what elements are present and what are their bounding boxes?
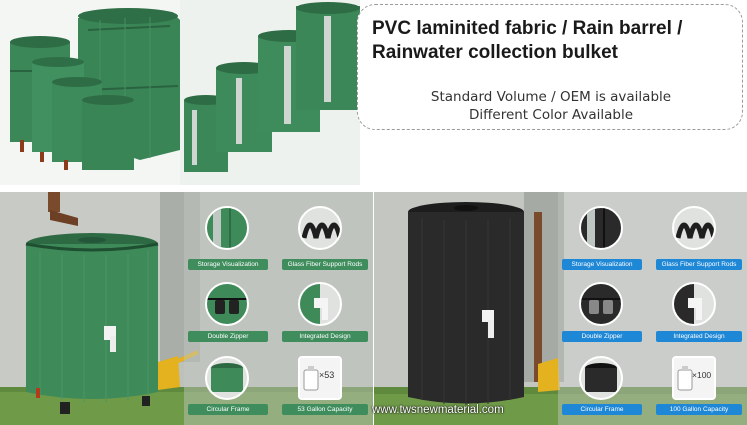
feature-label-zipper: Double Zipper	[188, 331, 268, 342]
feature-label-capacity: 100 Gallon Capacity	[656, 404, 742, 415]
feature-label-integrated: Integrated Design	[656, 331, 742, 342]
product-photo-barrels-set	[0, 0, 180, 185]
storage-visualization-thumb	[205, 206, 249, 250]
capacity-mark: ×100	[692, 370, 712, 380]
product-title-line-1: PVC laminited fabric / Rain barrel /	[372, 18, 683, 39]
circular-frame-thumb	[205, 356, 249, 400]
capacity-thumb: ×100	[672, 356, 716, 400]
product-info-box: PVC laminited fabric / Rain barrel / Rai…	[357, 4, 743, 130]
storage-visualization-thumb	[579, 206, 623, 250]
green-barrel-panel: ×53 Storage Visualization Glass Fiber Su…	[0, 192, 373, 425]
feature-label-rods: Glass Fiber Support Rods	[656, 259, 742, 270]
capacity-thumb: ×53	[298, 356, 342, 400]
feature-label-storage: Storage Visualization	[562, 259, 642, 270]
glass-fiber-rods-thumb	[672, 206, 716, 250]
double-zipper-thumb	[579, 282, 623, 326]
feature-label-rods: Glass Fiber Support Rods	[282, 259, 368, 270]
double-zipper-thumb	[205, 282, 249, 326]
glass-fiber-rods-thumb	[298, 206, 342, 250]
black-barrel-scene	[374, 192, 747, 425]
product-title: PVC laminited fabric / Rain barrel / Rai…	[372, 17, 732, 65]
color-note: Different Color Available	[468, 107, 634, 123]
integrated-design-thumb	[672, 282, 716, 326]
volume-note: Standard Volume / OEM is available	[430, 89, 672, 105]
website-watermark: www.twsnewmaterial.com	[372, 404, 504, 416]
feature-label-zipper: Double Zipper	[562, 331, 642, 342]
circular-frame-thumb	[579, 356, 623, 400]
product-title-line-2: Rainwater collection bulket	[372, 42, 618, 63]
integrated-design-thumb	[298, 282, 342, 326]
product-photo-barrels-sizes	[180, 0, 360, 185]
feature-label-frame: Circular Frame	[562, 404, 642, 415]
feature-label-storage: Storage Visualization	[188, 259, 268, 270]
capacity-mark: ×53	[319, 370, 335, 380]
feature-label-capacity: 53 Gallon Capacity	[282, 404, 368, 415]
black-barrel-panel: ×100 Storage Visualization Glass Fiber S…	[374, 192, 747, 425]
feature-label-frame: Circular Frame	[188, 404, 268, 415]
top-section: PVC laminited fabric / Rain barrel / Rai…	[0, 0, 747, 190]
feature-label-integrated: Integrated Design	[282, 331, 368, 342]
